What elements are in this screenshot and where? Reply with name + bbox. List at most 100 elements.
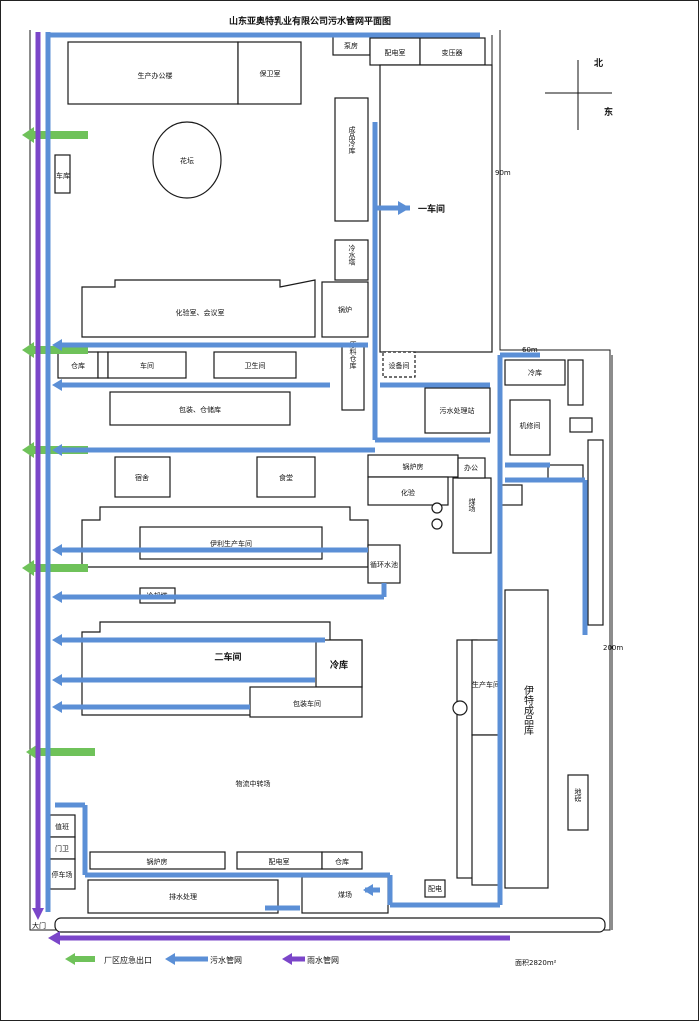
building-lt-sep	[97, 351, 109, 379]
compass-north: 北	[594, 57, 603, 69]
label-dept2: 化验	[401, 488, 415, 497]
label-b-pool: 排水处理	[169, 892, 197, 901]
building-factory-inner	[139, 526, 323, 560]
label-boiler2: 锅炉房	[403, 462, 424, 471]
label-b-row3: 仓库	[335, 857, 349, 866]
label-canteen: 食堂	[279, 473, 293, 482]
label-raw-store: 原料仓库	[349, 341, 357, 370]
label-boiler: 锅炉	[338, 305, 352, 314]
label-pack: 包装车间	[293, 699, 321, 708]
sewage-ws1-arrow	[398, 201, 410, 215]
main-road	[54, 917, 606, 933]
label-workshop1: 一车间	[418, 203, 445, 215]
building-small-sq	[457, 457, 486, 479]
label-dorm: 宿舍	[135, 473, 149, 482]
building-dept-store	[109, 391, 291, 426]
sewage-pipe-network	[45, 32, 588, 912]
label-boiler3: 循环水池	[370, 560, 398, 569]
dim-label-3: 200m	[603, 644, 623, 652]
label-lt1: 仓库	[71, 361, 85, 370]
building-canteen	[256, 456, 316, 498]
building-cold-gen	[504, 359, 566, 386]
label-gate: 大门	[32, 921, 46, 930]
label-shed: 设备间	[389, 361, 410, 370]
site-boundary	[29, 30, 611, 931]
label-lt2: 车间	[140, 361, 154, 370]
rain-pipe-network	[32, 32, 510, 945]
building-boiler3	[367, 544, 401, 584]
building-mid-col1	[567, 359, 584, 406]
label-right-small: 地磅	[574, 787, 582, 803]
building-right-small	[567, 774, 589, 831]
rain-pipe-arrow	[48, 931, 60, 945]
rain-pipe-arrow-down	[32, 908, 44, 920]
dim-label-1: 90m	[495, 169, 511, 177]
legend: 厂区应急出口 污水管网 雨水管网 面积2820m²	[65, 953, 557, 967]
label-wash: 卫生间	[245, 361, 266, 370]
building-box2	[419, 37, 486, 66]
building-b-pool	[87, 879, 279, 914]
building-lt2	[107, 351, 187, 379]
building-lb3	[49, 858, 76, 890]
label-oval: 花坛	[180, 156, 194, 165]
building-dept2	[367, 476, 449, 506]
building-b-row3	[321, 851, 363, 870]
label-workshop2: 二车间	[214, 651, 241, 663]
legend-exit-label: 厂区应急出口	[104, 955, 152, 965]
label-box2: 变压器	[442, 48, 463, 57]
building-coal	[452, 477, 492, 554]
building-wash	[213, 351, 297, 379]
building-cold-storage	[334, 97, 369, 222]
legend-area-label: 面积2820m²	[515, 958, 557, 967]
label-b-coal: 煤场	[338, 890, 352, 899]
compass-east: 东	[604, 106, 613, 118]
tank-3	[452, 700, 468, 716]
label-water-treat: 污水处理站	[440, 406, 475, 415]
label-cold-gen: 冷库	[528, 368, 542, 377]
label-garage: 车库	[56, 171, 70, 180]
building-pack	[249, 686, 363, 718]
label-cold-storage: 成品冷库	[348, 125, 356, 155]
label-room-m1: 机修间	[520, 421, 541, 430]
label-b-sq: 配电	[428, 884, 442, 893]
building-b-row1	[89, 851, 226, 870]
label-pump: 泵房	[344, 41, 358, 50]
exit-arrow-1	[22, 127, 88, 143]
label-factory-hall: 伊利生产车间	[210, 539, 252, 548]
label-lb1: 值班	[55, 822, 69, 831]
dim-label-2: 60m	[522, 346, 538, 354]
label-lb2: 门卫	[55, 844, 69, 853]
building-water-treat	[424, 387, 491, 434]
legend-sewage-label: 污水管网	[210, 955, 242, 965]
building-mid-col2	[569, 417, 593, 433]
building-b-sq	[424, 879, 446, 898]
legend-rain-label: 雨水管网	[307, 955, 339, 965]
building-room-m1	[509, 399, 551, 456]
label-b-row1: 锅炉房	[147, 857, 168, 866]
tank-2	[431, 518, 443, 530]
label-coal: 煤场	[468, 497, 476, 513]
legend-exit-icon	[65, 953, 95, 965]
label-small-sq: 办公	[464, 463, 478, 472]
building-guard	[237, 41, 302, 105]
label-guard: 保卫室	[260, 69, 281, 78]
label-dept-store: 包装、仓储库	[179, 405, 221, 414]
label-office: 生产办公楼	[138, 71, 173, 80]
building-cooling	[334, 239, 369, 281]
label-cooling: 冷水塔	[348, 244, 356, 267]
label-box1: 配电室	[385, 48, 406, 57]
building-right-strip	[587, 439, 604, 626]
building-boiler	[321, 281, 369, 338]
plan-title: 山东亚奥特乳业有限公司污水管网平面图	[229, 15, 391, 27]
building-big-storage	[504, 589, 549, 889]
tank-1	[431, 502, 443, 514]
building-product-b	[471, 734, 501, 886]
label-b-row2: 配电室	[269, 857, 290, 866]
building-side-2	[499, 484, 523, 506]
building-shed	[382, 351, 416, 378]
building-b-coal	[301, 876, 389, 914]
label-product-a: 生产车间	[472, 680, 500, 689]
